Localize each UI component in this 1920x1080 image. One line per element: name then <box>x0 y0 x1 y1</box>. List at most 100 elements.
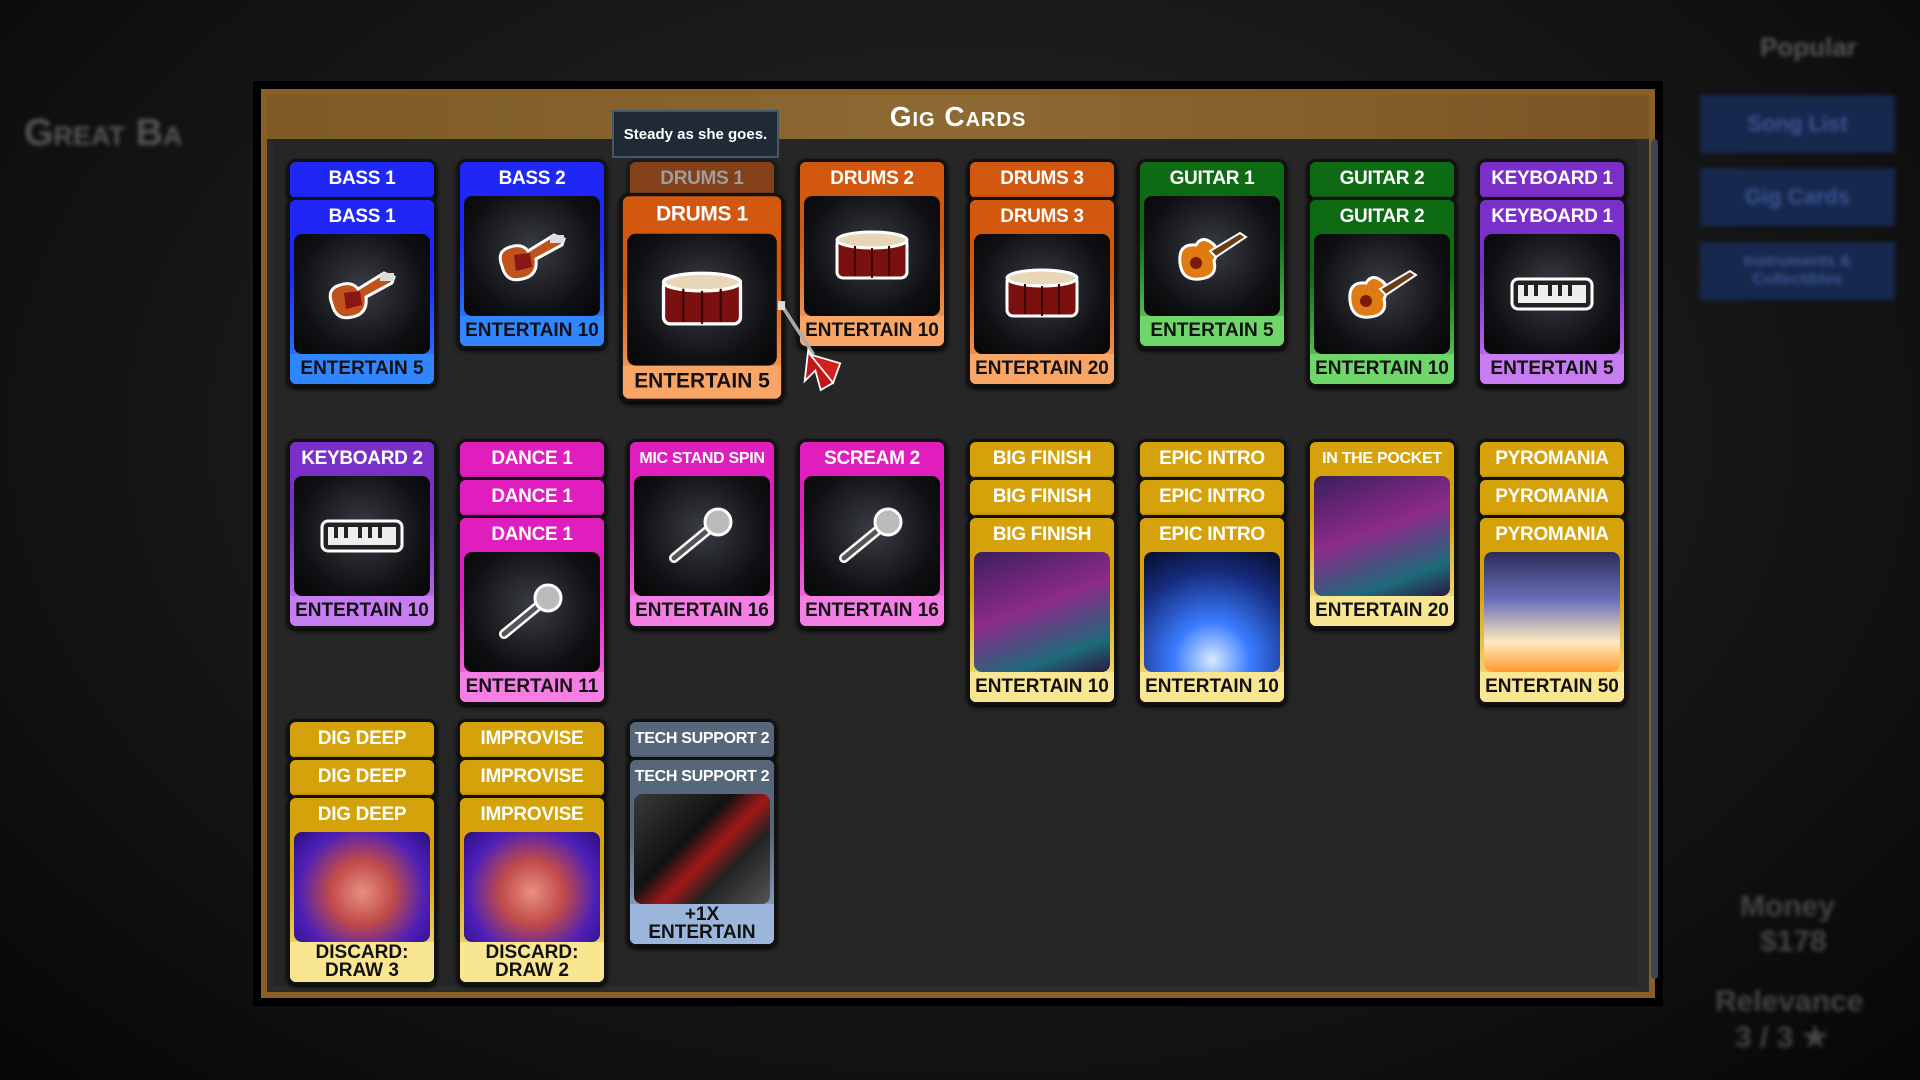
card-title: EPIC INTRO <box>1140 480 1284 514</box>
card-title: EPIC INTRO <box>1140 518 1284 552</box>
keyboard-icon <box>1484 234 1620 354</box>
card-title: MIC STAND SPIN <box>630 442 774 476</box>
card-title: DIG DEEP <box>290 760 434 794</box>
card-title: BIG FINISH <box>970 480 1114 514</box>
rocker-art-image <box>974 552 1110 672</box>
card-title: DRUMS 3 <box>970 162 1114 196</box>
card-effect: ENTERTAIN 16 <box>800 596 944 626</box>
card-tooltip: Steady as she goes. <box>612 110 779 158</box>
bg-gig-cards-button: Gig Cards <box>1700 168 1895 226</box>
card-title: SCREAM 2 <box>800 442 944 476</box>
card-title: DANCE 1 <box>460 518 604 552</box>
gig-card[interactable]: KEYBOARD 2 ENTERTAIN 10 <box>287 439 437 629</box>
stacked-gig-card[interactable]: PYROMANIA <box>1477 439 1627 481</box>
card-title: DRUMS 2 <box>800 162 944 196</box>
card-effect: ENTERTAIN 16 <box>630 596 774 626</box>
card-effect: ENTERTAIN 10 <box>1140 672 1284 702</box>
gig-card[interactable]: DRUMS 2 ENTERTAIN 10 <box>797 159 947 349</box>
gig-card[interactable]: MIC STAND SPIN ENTERTAIN 16 <box>627 439 777 629</box>
stacked-gig-card[interactable]: DANCE 1 <box>457 439 607 481</box>
card-title: IMPROVISE <box>460 798 604 832</box>
card-title: BASS 1 <box>290 200 434 234</box>
card-title: EPIC INTRO <box>1140 442 1284 476</box>
gig-card[interactable]: DANCE 1 ENTERTAIN 11 <box>457 515 607 705</box>
card-title: BASS 1 <box>290 162 434 196</box>
stacked-gig-card[interactable]: DIG DEEP <box>287 719 437 761</box>
stacked-gig-card[interactable]: DIG DEEP <box>287 757 437 799</box>
card-title: KEYBOARD 2 <box>290 442 434 476</box>
stacked-gig-card[interactable]: IMPROVISE <box>457 719 607 761</box>
gig-card[interactable]: BASS 1 ENTERTAIN 5 <box>287 197 437 387</box>
card-title: GUITAR 2 <box>1310 200 1454 234</box>
card-effect: ENTERTAIN 5 <box>290 354 434 384</box>
card-title: TECH SUPPORT 2 <box>630 722 774 756</box>
keyboard-icon <box>294 476 430 596</box>
stacked-gig-card[interactable]: EPIC INTRO <box>1137 477 1287 519</box>
card-title: PYROMANIA <box>1480 480 1624 514</box>
card-effect: ENTERTAIN 10 <box>290 596 434 626</box>
bg-relevance-value: 3 / 3 ★ <box>1735 1021 1829 1054</box>
gig-card[interactable]: SCREAM 2 ENTERTAIN 16 <box>797 439 947 629</box>
card-effect: ENTERTAIN 10 <box>800 316 944 346</box>
card-title: GUITAR 2 <box>1310 162 1454 196</box>
bg-band-title: Great Ba <box>24 112 183 154</box>
stacked-gig-card[interactable]: GUITAR 2 <box>1307 159 1457 201</box>
card-title: GUITAR 1 <box>1140 162 1284 196</box>
scrollbar[interactable] <box>1651 139 1658 979</box>
card-title: BIG FINISH <box>970 518 1114 552</box>
drum-icon <box>974 234 1110 354</box>
stacked-gig-card[interactable]: DRUMS 3 <box>967 159 1117 201</box>
stacked-gig-card[interactable]: BIG FINISH <box>967 477 1117 519</box>
drum-icon <box>804 196 940 316</box>
card-title: DRUMS 1 <box>622 196 782 234</box>
card-title: KEYBOARD 1 <box>1480 162 1624 196</box>
card-effect: ENTERTAIN 5 <box>622 365 782 399</box>
card-effect: ENTERTAIN 20 <box>1310 596 1454 626</box>
bg-instruments-button: Instruments & Collectibles <box>1700 242 1895 300</box>
card-effect: ENTERTAIN 10 <box>460 316 604 346</box>
bg-song-list-button: Song List <box>1700 95 1895 153</box>
stacked-gig-card[interactable]: EPIC INTRO <box>1137 439 1287 481</box>
card-effect: DISCARD: DRAW 2 <box>460 942 604 982</box>
laser-art-image <box>1144 552 1280 672</box>
stacked-gig-card[interactable]: PYROMANIA <box>1477 477 1627 519</box>
panel-title: Gig Cards <box>267 95 1649 139</box>
stacked-gig-card[interactable]: KEYBOARD 1 <box>1477 159 1627 201</box>
card-title: KEYBOARD 1 <box>1480 200 1624 234</box>
card-title: IMPROVISE <box>460 760 604 794</box>
electric-guitar-icon <box>1314 234 1450 354</box>
bass-guitar-icon <box>464 196 600 316</box>
stacked-gig-card[interactable]: BASS 1 <box>287 159 437 201</box>
card-effect: ENTERTAIN 5 <box>1480 354 1624 384</box>
microphone-icon <box>464 552 600 672</box>
stacked-gig-card[interactable]: DANCE 1 <box>457 477 607 519</box>
drum-icon <box>627 233 777 366</box>
fist-art-image <box>294 832 430 942</box>
gig-card[interactable]: DRUMS 1 ENTERTAIN 5 <box>619 193 785 402</box>
card-title: DANCE 1 <box>460 480 604 514</box>
pyro-art-image <box>1484 552 1620 672</box>
gig-card[interactable]: TECH SUPPORT 2+1X ENTERTAIN <box>627 757 777 947</box>
gig-card[interactable]: IMPROVISE DISCARD: DRAW 2 <box>457 795 607 985</box>
bg-money-label: Money <box>1740 890 1836 923</box>
electric-guitar-icon <box>1144 196 1280 316</box>
bg-money-value: $178 <box>1760 925 1827 958</box>
stacked-gig-card[interactable]: BIG FINISH <box>967 439 1117 481</box>
card-title: DIG DEEP <box>290 722 434 756</box>
gig-card[interactable]: EPIC INTRO ENTERTAIN 10 <box>1137 515 1287 705</box>
stacked-gig-card[interactable]: IMPROVISE <box>457 757 607 799</box>
gig-card[interactable]: KEYBOARD 1 ENTERTAIN 5 <box>1477 197 1627 387</box>
card-effect: ENTERTAIN 11 <box>460 672 604 702</box>
bg-popular-label: Popular <box>1760 32 1857 62</box>
stacked-gig-card[interactable]: TECH SUPPORT 2 <box>627 719 777 761</box>
rocker-art-image <box>1314 476 1450 596</box>
